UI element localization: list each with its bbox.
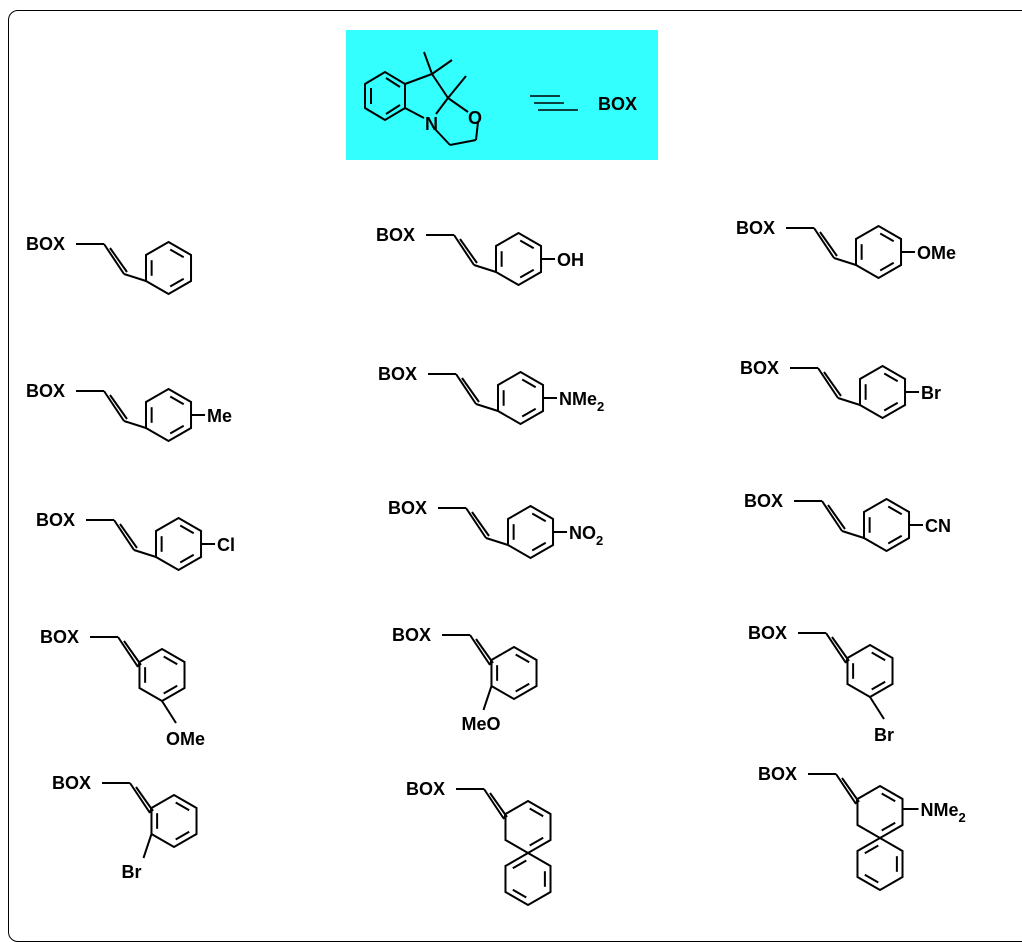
- box-label: BOX: [388, 498, 427, 518]
- box-label: BOX: [748, 623, 787, 643]
- atom-n: N: [425, 114, 438, 134]
- substituent-label: CN: [925, 516, 951, 536]
- substituent-label: OMe: [166, 729, 205, 749]
- molecule-4: BOX Me: [26, 381, 232, 443]
- substituent-label: Br: [921, 383, 941, 403]
- molecule-2: BOX OH: [376, 225, 584, 287]
- box-label: BOX: [740, 358, 779, 378]
- molecule-9: BOX CN: [744, 491, 951, 553]
- header-box-label: BOX: [598, 94, 637, 114]
- substituent-label: MeO: [461, 714, 500, 734]
- substituent-label: OMe: [917, 243, 956, 263]
- box-label: BOX: [40, 627, 79, 647]
- substituent-label: NMe2: [921, 800, 966, 825]
- box-label: BOX: [392, 625, 431, 645]
- molecule-13: BOX Br: [52, 773, 198, 882]
- molecule-11: BOX MeO: [392, 625, 538, 734]
- substituent-label: Me: [207, 406, 232, 426]
- box-label: BOX: [736, 218, 775, 238]
- substituent-label: NO2: [569, 523, 603, 548]
- box-label: BOX: [406, 779, 445, 799]
- molecule-5: BOX NMe2: [378, 364, 604, 426]
- box-label: BOX: [378, 364, 417, 384]
- molecule-7: BOX Cl: [36, 510, 235, 572]
- substituent-label: Br: [874, 725, 894, 745]
- molecule-14: BOX: [406, 779, 552, 907]
- molecule-10: BOX OMe: [40, 627, 205, 749]
- box-label: BOX: [36, 510, 75, 530]
- molecule-6: BOX Br: [740, 358, 941, 420]
- molecule-1: BOX: [26, 234, 193, 296]
- substituent-label: Br: [121, 862, 141, 882]
- substituent-label: NMe2: [559, 389, 604, 414]
- equivalent-symbol: [530, 95, 578, 111]
- box-core-structure: [364, 51, 479, 146]
- atom-o: O: [468, 108, 482, 128]
- molecule-8: BOX NO2: [388, 498, 603, 560]
- molecule-3: BOX OMe: [736, 218, 956, 280]
- substituent-label: Cl: [217, 535, 235, 555]
- box-label: BOX: [376, 225, 415, 245]
- molecule-12: BOX Br: [748, 623, 894, 745]
- header-highlight: [346, 30, 658, 160]
- substituent-label: OH: [557, 250, 584, 270]
- box-label: BOX: [758, 764, 797, 784]
- molecule-15: BOX NMe2: [758, 764, 966, 892]
- box-label: BOX: [26, 234, 65, 254]
- box-label: BOX: [744, 491, 783, 511]
- box-label: BOX: [26, 381, 65, 401]
- box-label: BOX: [52, 773, 91, 793]
